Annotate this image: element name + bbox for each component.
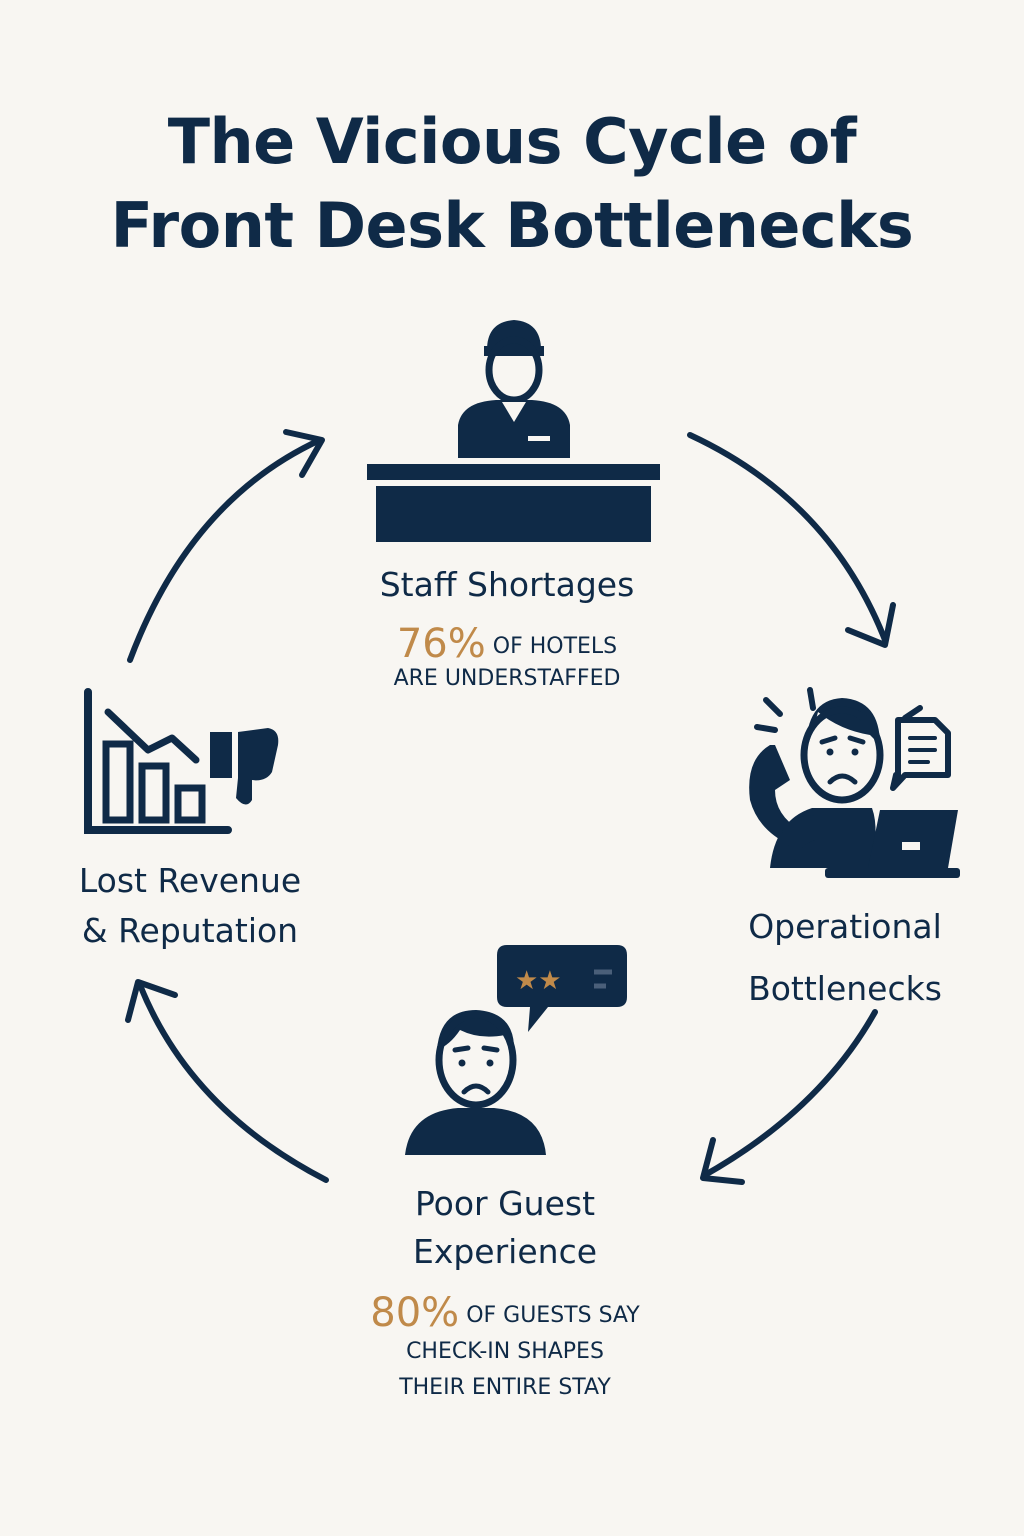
cycle-arrow-operational-to-guest xyxy=(702,1009,878,1178)
page-title: The Vicious Cycle of Front Desk Bottlene… xyxy=(0,100,1024,268)
declining-chart-thumbs-down-icon xyxy=(84,688,279,834)
label-line-1: Operational xyxy=(748,907,942,946)
unhappy-guest-review-icon: ★★ xyxy=(405,945,627,1155)
stat-text-line-3: THEIR ENTIRE STAY xyxy=(399,1375,611,1400)
receptionist-desk-icon xyxy=(367,320,660,542)
label-line-2: Experience xyxy=(412,1232,598,1271)
node-label-poor-guest-experience: Poor Guest Experience xyxy=(355,1180,655,1276)
arrowhead-staff-to-operational xyxy=(845,602,896,648)
label-line-1: Lost Revenue xyxy=(78,861,302,900)
arrowhead-revenue-to-staff xyxy=(283,429,325,478)
title-line-2: Front Desk Bottlenecks xyxy=(110,189,914,262)
stressed-staff-phone-icon xyxy=(749,687,960,878)
arrowhead-guest-to-revenue xyxy=(125,979,178,1023)
cycle-arrow-guest-to-revenue xyxy=(137,982,329,1183)
stat-poor-guest-experience: 80% OF GUESTS SAY CHECK-IN SHAPES THEIR … xyxy=(320,1293,690,1406)
node-label-lost-revenue-reputation: Lost Revenue & Reputation xyxy=(40,856,340,956)
node-label-staff-shortages: Staff Shortages xyxy=(379,565,635,604)
svg-text:★★: ★★ xyxy=(515,966,562,996)
stat-percent-understaffed: 76% xyxy=(396,621,486,667)
arrowhead-operational-to-guest xyxy=(700,1137,745,1185)
title-line-1: The Vicious Cycle of xyxy=(167,105,857,178)
cycle-arrow-staff-to-operational xyxy=(687,432,888,643)
node-label-operational-bottlenecks: Operational Bottlenecks xyxy=(700,896,990,1020)
stat-text-line-2: ARE UNDERSTAFFED xyxy=(393,666,621,691)
stat-text-line-1: OF HOTELS xyxy=(492,634,618,659)
stat-text-line-2: CHECK-IN SHAPES xyxy=(406,1339,604,1364)
cycle-arrow-revenue-to-staff xyxy=(127,437,323,663)
label-line-2: Bottlenecks xyxy=(748,969,942,1008)
label-line-2: & Reputation xyxy=(81,911,299,950)
label-line-1: Poor Guest xyxy=(414,1184,596,1223)
stat-text-line-1: OF GUESTS SAY xyxy=(466,1303,640,1328)
stat-percent-guests: 80% xyxy=(370,1290,460,1336)
stat-staff-shortages: 76% OF HOTELS ARE UNDERSTAFFED xyxy=(337,624,677,695)
